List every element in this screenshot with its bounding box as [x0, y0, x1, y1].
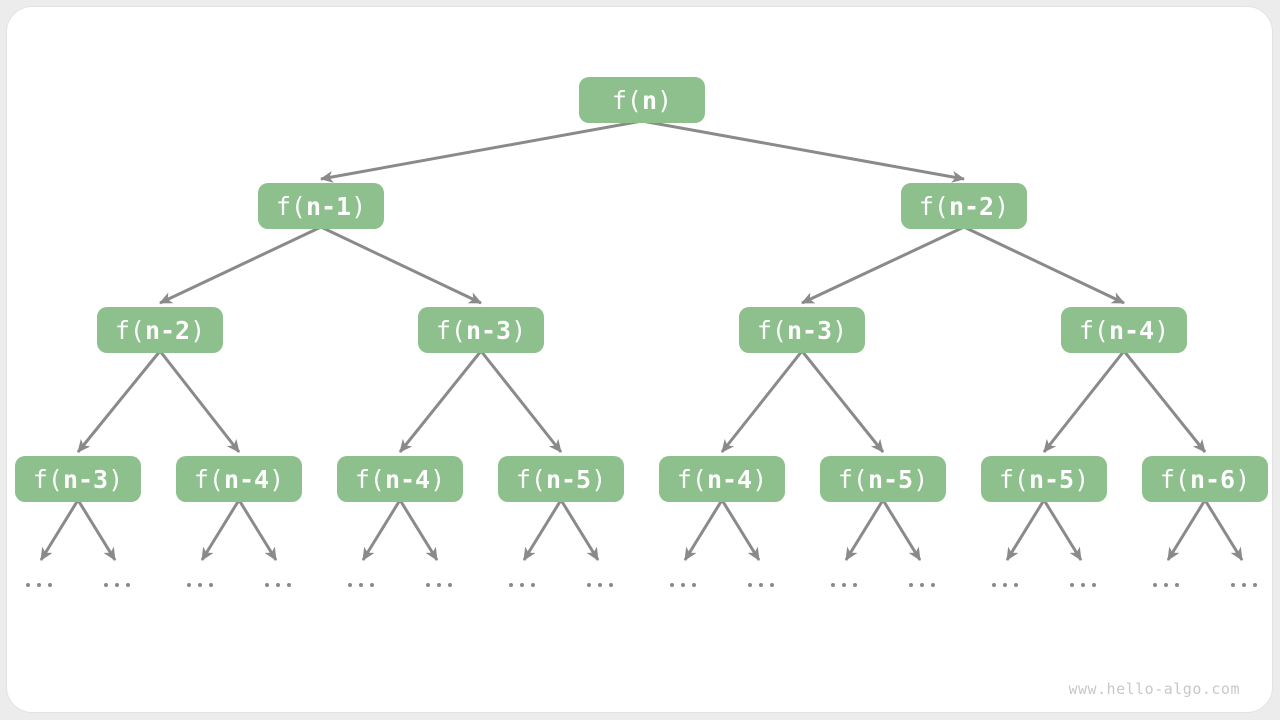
edge-arrow: [800, 350, 885, 453]
edge-arrow: [641, 119, 965, 183]
edge-arrow: [158, 350, 241, 453]
edge-arrow: [683, 499, 724, 561]
edge-arrow: [320, 119, 643, 183]
edge-arrow: [39, 499, 80, 561]
edge-arrow: [720, 499, 761, 561]
diagram-card: [6, 6, 1273, 713]
edge-arrow: [1203, 499, 1244, 561]
edge-arrow: [1166, 499, 1207, 561]
edge-arrow: [522, 499, 563, 561]
edge-arrow: [1122, 350, 1207, 453]
edge-arrow: [398, 350, 483, 453]
edge-arrow: [320, 225, 482, 305]
edge-arrow: [76, 499, 117, 561]
edge-arrow: [1042, 499, 1083, 561]
edge-arrow: [963, 225, 1125, 305]
edge-arrow: [237, 499, 278, 561]
edge-arrow: [159, 225, 322, 305]
edge-arrow: [720, 350, 804, 453]
edge-arrow: [559, 499, 600, 561]
edge-arrow: [200, 499, 241, 561]
edge-arrow: [801, 225, 965, 305]
edge-arrow: [361, 499, 402, 561]
edge-arrow: [844, 499, 885, 561]
edge-arrow: [1005, 499, 1046, 561]
watermark: www.hello-algo.com: [1068, 680, 1240, 698]
edge-arrow: [1042, 350, 1126, 453]
edge-arrow: [398, 499, 439, 561]
edge-arrow: [479, 350, 563, 453]
edge-arrow: [881, 499, 922, 561]
edge-arrow: [76, 350, 162, 453]
